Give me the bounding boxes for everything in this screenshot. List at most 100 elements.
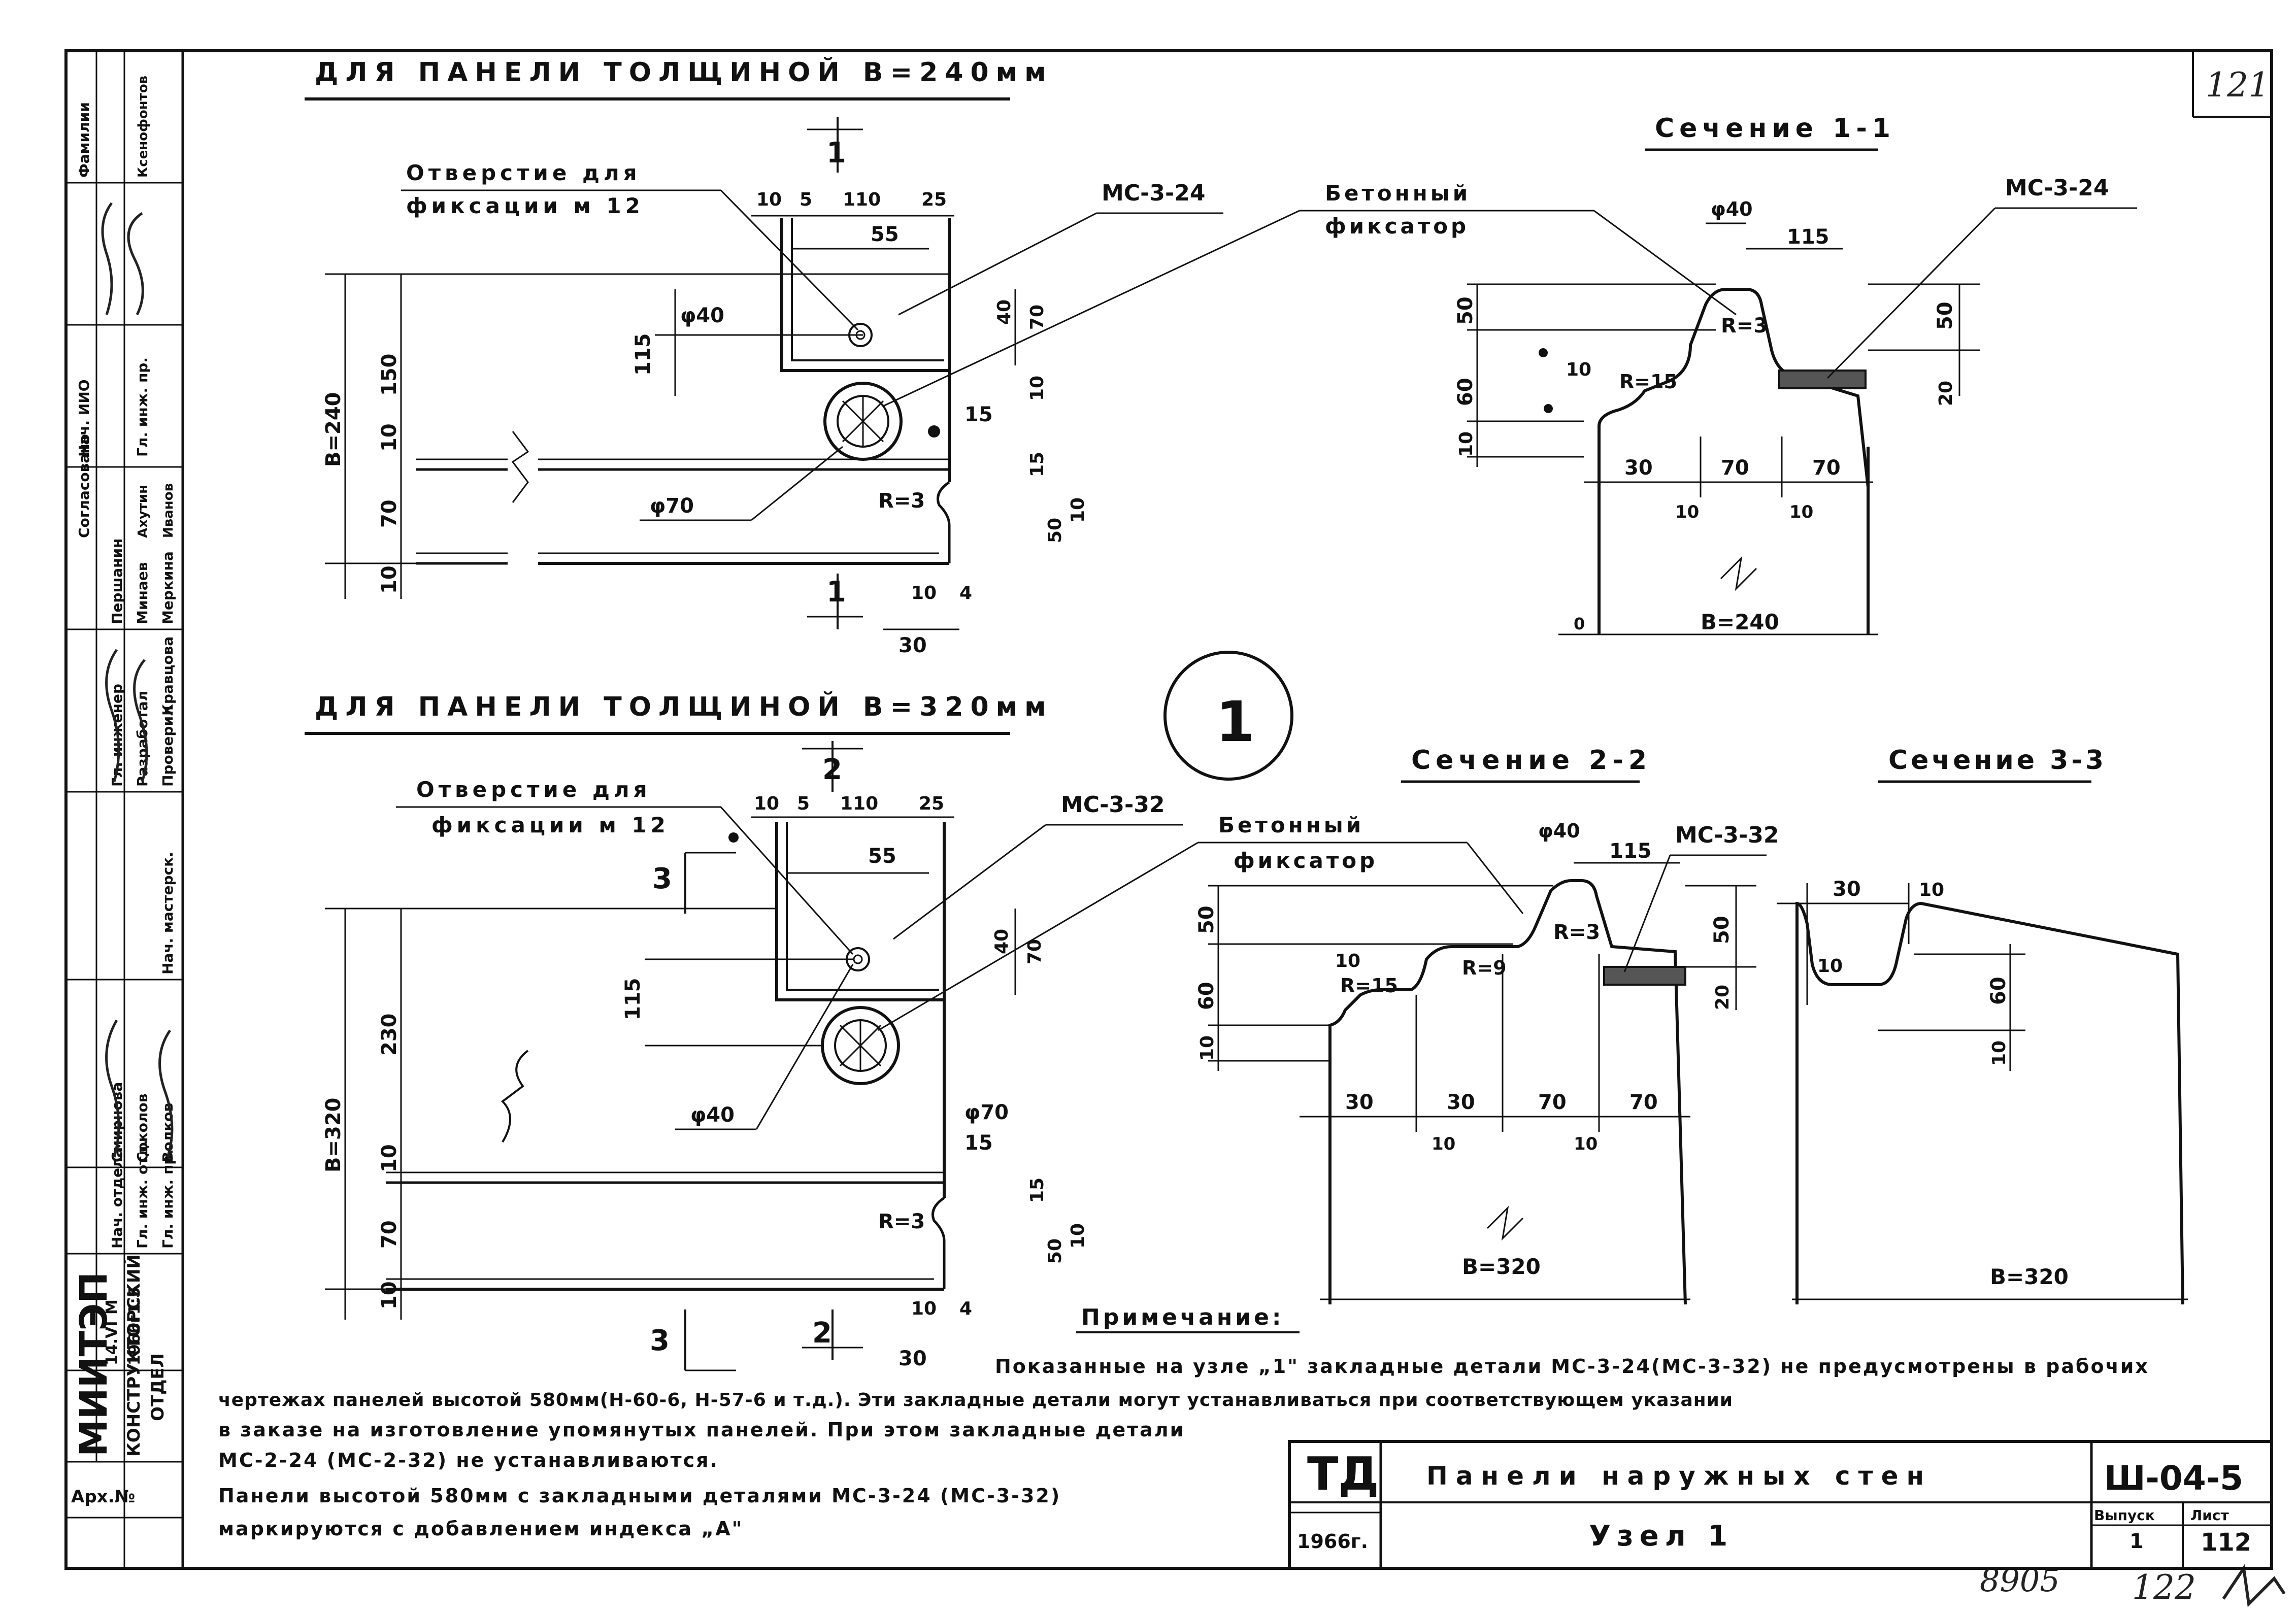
s33-10c: 10 bbox=[1989, 1040, 2010, 1066]
cut-2-bottom: 2 bbox=[812, 1317, 832, 1350]
page-number-box: 121 bbox=[2192, 51, 2272, 118]
dim-5-top: 5 bbox=[800, 189, 812, 210]
s11-zero: 0 bbox=[1574, 614, 1585, 633]
detail-bottom-title: ДЛЯ ПАНЕЛИ ТОЛЩИНОЙ В=320мм bbox=[315, 691, 1053, 722]
s22-part: МС-3-32 bbox=[1675, 822, 1779, 848]
section-2-2-title: Сечение 2-2 bbox=[1411, 745, 1652, 776]
dim-15-b: 15 bbox=[964, 1131, 993, 1155]
stamp-sign-label-1: Фамилии bbox=[76, 102, 92, 178]
stamp-sign-label-3: Гл. инж. пр. bbox=[134, 357, 151, 457]
dim-110-top-b: 110 bbox=[840, 793, 878, 814]
note-block: Примечание: Показанные на узле „1" закла… bbox=[218, 1304, 2149, 1540]
s11-10-left: 10 bbox=[1456, 431, 1477, 457]
phi40-top: φ40 bbox=[680, 304, 724, 327]
s11-60: 60 bbox=[1454, 378, 1477, 406]
hole-label-1-b: Отверстие для bbox=[416, 777, 651, 802]
dim-10d-b: 10 bbox=[1068, 1223, 1088, 1249]
s11-r3: R=3 bbox=[1721, 314, 1768, 338]
section-1-1-title: Сечение 1-1 bbox=[1655, 113, 1895, 144]
stamp-name-6: Кравцова bbox=[159, 636, 176, 716]
dim-70-top: 70 bbox=[1027, 305, 1048, 330]
note-heading: Примечание: bbox=[1081, 1304, 1284, 1330]
bottom-number-2: 122 bbox=[2132, 1568, 2196, 1607]
dim-30-low: 30 bbox=[899, 634, 927, 657]
stamp-name-5: Меркина bbox=[159, 551, 176, 624]
note-line-6: маркируются с добавлением индекса „А" bbox=[218, 1518, 743, 1540]
title-issue: 1 bbox=[2129, 1530, 2144, 1553]
stamp-role-6: Нач. мастерск. bbox=[159, 852, 176, 975]
note-line-3: в заказе на изготовление упомянутых пане… bbox=[218, 1419, 1185, 1441]
s11-part: МС-3-24 bbox=[2005, 175, 2109, 201]
dim-10-b: 10 bbox=[378, 1144, 401, 1172]
hole-label-2-b: фиксации м 12 bbox=[431, 813, 670, 837]
stamp-sign-name-1: Иванов bbox=[161, 483, 176, 538]
title-sheet: 112 bbox=[2201, 1528, 2251, 1557]
cut-3-bottom: 3 bbox=[650, 1324, 670, 1357]
phi70-b: φ70 bbox=[964, 1101, 1009, 1124]
signature-1 bbox=[127, 212, 144, 316]
dim-10d-right: 10 bbox=[1068, 497, 1088, 523]
s22-r15: R=15 bbox=[1340, 975, 1398, 997]
stamp-sign-name-2: Ахутин bbox=[136, 485, 151, 538]
dim-15b-right: 15 bbox=[1027, 452, 1048, 477]
stamp-role-1: Гл. инж. отд. bbox=[134, 1139, 151, 1249]
s11-50r: 50 bbox=[1934, 301, 1957, 330]
stamp-scale-1: М bbox=[103, 1299, 121, 1315]
stamp-scale-2: 1:5 bbox=[126, 1287, 144, 1315]
stamp-name-3: Першанин bbox=[109, 539, 125, 624]
fixator-2-b: фиксатор bbox=[1234, 848, 1378, 873]
stamp-role-2: Гл. инж. пр. bbox=[159, 1149, 176, 1249]
s11-b240: В=240 bbox=[1701, 610, 1779, 634]
node-mark-circle bbox=[1163, 651, 1293, 781]
plate-mc-3-24 bbox=[1778, 370, 1867, 389]
signature-4 bbox=[105, 1019, 120, 1158]
fixator-1-b: Бетонный bbox=[1218, 813, 1364, 837]
dim-50-b: 50 bbox=[1045, 1238, 1066, 1264]
s33-10b: 10 bbox=[1817, 956, 1843, 977]
page-number: 121 bbox=[2206, 65, 2270, 105]
dim-40-top: 40 bbox=[994, 299, 1015, 325]
title-sub: Узел 1 bbox=[1589, 1520, 1734, 1553]
dim-10-top: 10 bbox=[756, 189, 782, 210]
s22-10b: 10 bbox=[1574, 1134, 1598, 1154]
note-line-1: Показанные на узле „1" закладные детали … bbox=[995, 1355, 2149, 1378]
plate-mc-3-32 bbox=[1603, 966, 1686, 986]
detail-top: ДЛЯ ПАНЕЛИ ТОЛЩИНОЙ В=240мм 1 1 В=240 15… bbox=[305, 57, 1594, 657]
s11-10: 10 bbox=[1566, 359, 1591, 380]
section-3-3: Сечение 3-3 30 10 10 60 10 В=320 bbox=[1777, 745, 2188, 1305]
fixator-1: Бетонный bbox=[1325, 181, 1471, 206]
dim-10-low: 10 bbox=[911, 583, 937, 603]
stamp-dept-2: ОТДЕЛ bbox=[148, 1353, 168, 1421]
cut-1-bottom: 1 bbox=[826, 576, 846, 609]
stamp-sign-label-0: Согласовано bbox=[76, 434, 92, 538]
phi40-b: φ40 bbox=[690, 1103, 735, 1127]
s33-10: 10 bbox=[1919, 880, 1944, 900]
s22-50: 50 bbox=[1195, 905, 1218, 934]
s22-r9: R=9 bbox=[1462, 957, 1507, 979]
dim-50-right: 50 bbox=[1045, 518, 1066, 543]
s33-30: 30 bbox=[1833, 878, 1861, 901]
small-dot bbox=[928, 425, 940, 438]
dim-10b: 10 bbox=[378, 565, 401, 594]
s22-70a: 70 bbox=[1538, 1091, 1567, 1114]
s22-b320: В=320 bbox=[1462, 1254, 1541, 1279]
dim-10-right: 10 bbox=[1027, 376, 1048, 401]
stamp-sign-label-2: Нач. ИИО bbox=[76, 379, 92, 457]
part-top: МС-3-24 bbox=[1102, 180, 1205, 206]
cut-2-top: 2 bbox=[822, 753, 842, 786]
dim-70-b: 70 bbox=[378, 1220, 401, 1249]
stamp-role-5: Проверил bbox=[159, 706, 176, 787]
dim-25-top: 25 bbox=[921, 189, 947, 210]
s22-30a: 30 bbox=[1345, 1091, 1374, 1114]
detail-bottom: ДЛЯ ПАНЕЛИ ТОЛЩИНОЙ В=320мм 2 2 3 3 В=32… bbox=[305, 691, 1467, 1371]
sheet-frame bbox=[64, 49, 2273, 1570]
dim-110-top: 110 bbox=[843, 189, 881, 210]
s22-20: 20 bbox=[1712, 985, 1733, 1010]
dim-40-b: 40 bbox=[991, 929, 1012, 954]
s11-10b: 10 bbox=[1789, 502, 1813, 522]
title-logo: ТД bbox=[1307, 1448, 1379, 1501]
stamp-name-1: Соколов bbox=[134, 1094, 151, 1163]
dim-15b-b: 15 bbox=[1027, 1178, 1048, 1203]
title-block: ТД 1966г. Панели наружных стен Узел 1 Ш-… bbox=[1288, 1440, 2273, 1570]
